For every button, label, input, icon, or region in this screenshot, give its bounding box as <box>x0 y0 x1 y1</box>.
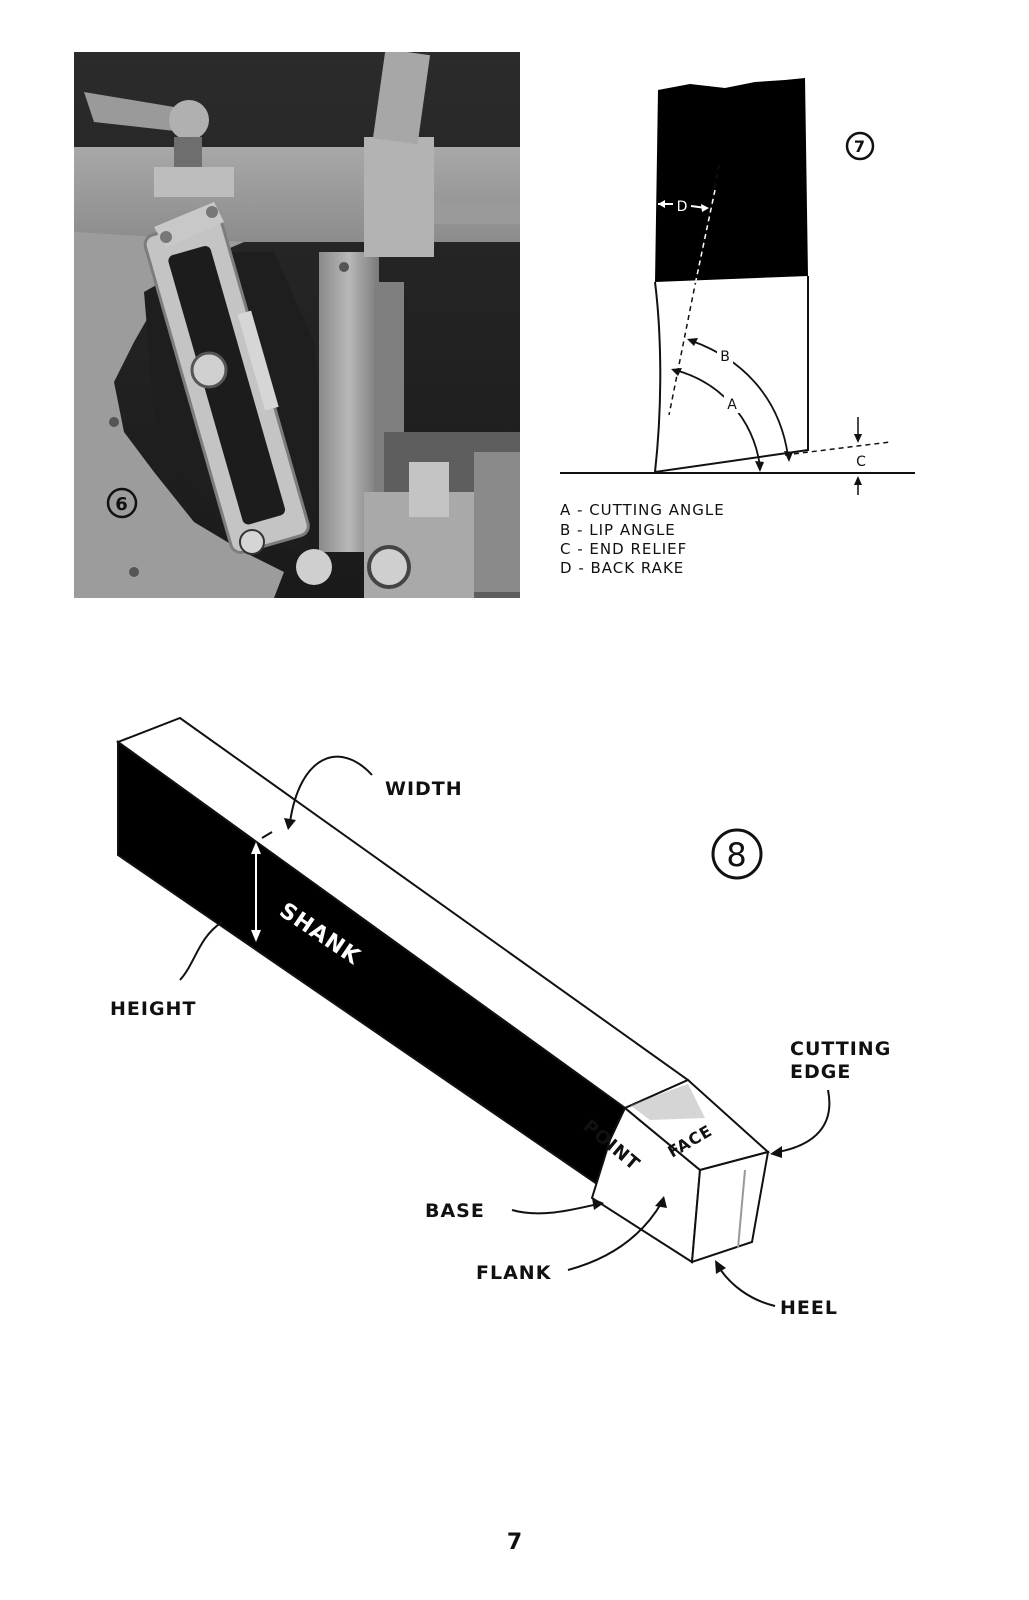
legend-item: C - END RELIEF <box>560 540 687 558</box>
svg-text:BASE: BASE <box>425 1200 485 1222</box>
label-base: BASE <box>425 1198 604 1222</box>
figure-7-legend: A - CUTTING ANGLE B - LIP ANGLE C - END … <box>560 501 725 577</box>
legend-item: B - LIP ANGLE <box>560 521 676 539</box>
figure-8-diagram: WIDTH HEIGHT SHANK POINT FACE CUTTING ED… <box>110 716 891 1319</box>
figure-6-photo: 6 <box>74 52 520 598</box>
figure-7-number: 7 <box>845 131 875 161</box>
label-height: HEIGHT <box>110 921 223 1020</box>
label-width: WIDTH <box>284 755 463 830</box>
svg-text:7: 7 <box>854 137 866 156</box>
label-flank: FLANK <box>476 1196 667 1284</box>
svg-text:6: 6 <box>115 494 129 515</box>
page-number: 7 <box>506 1530 523 1555</box>
label-a: A <box>671 368 764 472</box>
label-c: C <box>854 417 866 495</box>
legend-item: D - BACK RAKE <box>560 559 684 577</box>
figure-6-number: 6 <box>106 487 138 519</box>
figure-8-number: 8 <box>711 828 763 880</box>
label-heel: HEEL <box>715 1260 838 1319</box>
legend-item: A - CUTTING ANGLE <box>560 501 725 519</box>
svg-text:HEEL: HEEL <box>780 1297 838 1319</box>
svg-text:EDGE: EDGE <box>790 1061 851 1083</box>
svg-text:FLANK: FLANK <box>476 1262 552 1284</box>
svg-text:HEIGHT: HEIGHT <box>110 998 196 1020</box>
svg-text:WIDTH: WIDTH <box>385 778 463 800</box>
label-b: B <box>687 338 793 462</box>
svg-text:B: B <box>720 349 730 365</box>
svg-text:A: A <box>727 397 737 413</box>
label-cutting-edge: CUTTING EDGE <box>770 1038 891 1158</box>
label-d: D <box>658 199 709 215</box>
figure-7-diagram: D B A C 7 <box>560 78 915 577</box>
svg-text:8: 8 <box>726 836 747 874</box>
svg-text:CUTTING: CUTTING <box>790 1038 891 1060</box>
svg-text:D: D <box>677 199 688 215</box>
svg-text:C: C <box>856 454 866 470</box>
